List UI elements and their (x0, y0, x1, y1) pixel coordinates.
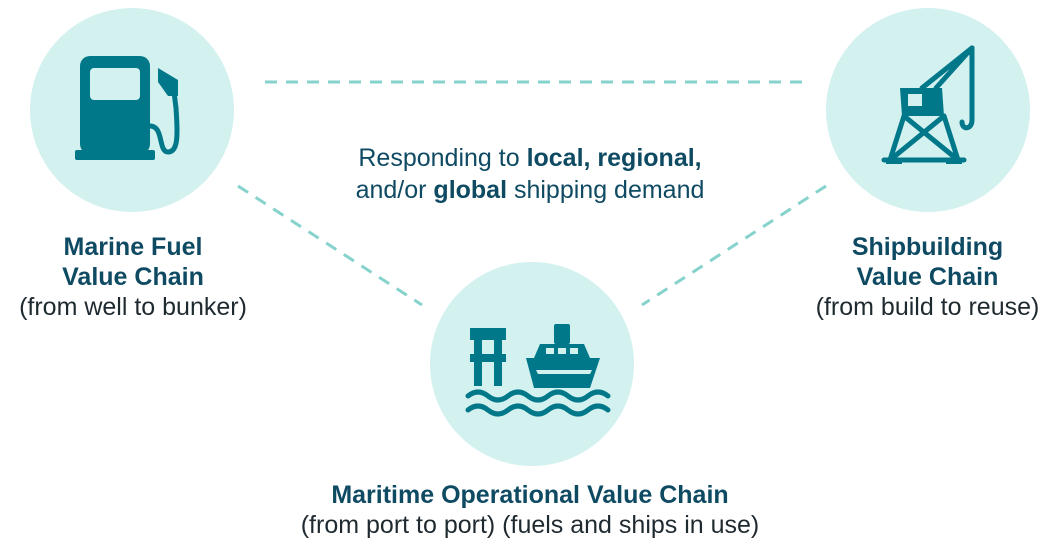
connector-ship-port (641, 184, 827, 307)
port-ship-icon (465, 324, 611, 417)
node-circle-ship (826, 8, 1030, 212)
node-label-ship: Shipbuilding Value Chain (from build to … (796, 232, 1059, 322)
node-circle-fuel (30, 8, 234, 212)
node-title-port: Maritime Operational Value Chain (331, 481, 729, 509)
center-text-part2: and/or (355, 176, 434, 204)
node-title-ship-line2: Value Chain (856, 263, 999, 291)
fuel-pump-icon (75, 56, 180, 160)
center-text-bold1: local, regional, (526, 144, 702, 172)
node-title-fuel-line1: Marine Fuel (63, 233, 203, 261)
node-label-port: Maritime Operational Value Chain (from p… (230, 480, 830, 540)
node-title-ship-line1: Shipbuilding (851, 233, 1004, 261)
node-subtitle-port: (from port to port) (fuels and ships in … (300, 511, 760, 539)
center-text-part3: shipping demand (507, 176, 705, 204)
node-title-fuel-line2: Value Chain (62, 263, 204, 291)
connector-fuel-port (237, 184, 423, 307)
node-circle-port (430, 262, 634, 466)
center-text-bold2: global (433, 176, 508, 204)
node-label-fuel: Marine Fuel Value Chain (from well to bu… (0, 232, 266, 322)
crane-icon (881, 45, 975, 164)
node-subtitle-fuel: (from well to bunker) (19, 293, 247, 321)
center-statement: Responding to local, regional, and/or gl… (300, 142, 760, 206)
node-subtitle-ship: (from build to reuse) (815, 293, 1040, 321)
center-text-part1: Responding to (358, 144, 527, 172)
